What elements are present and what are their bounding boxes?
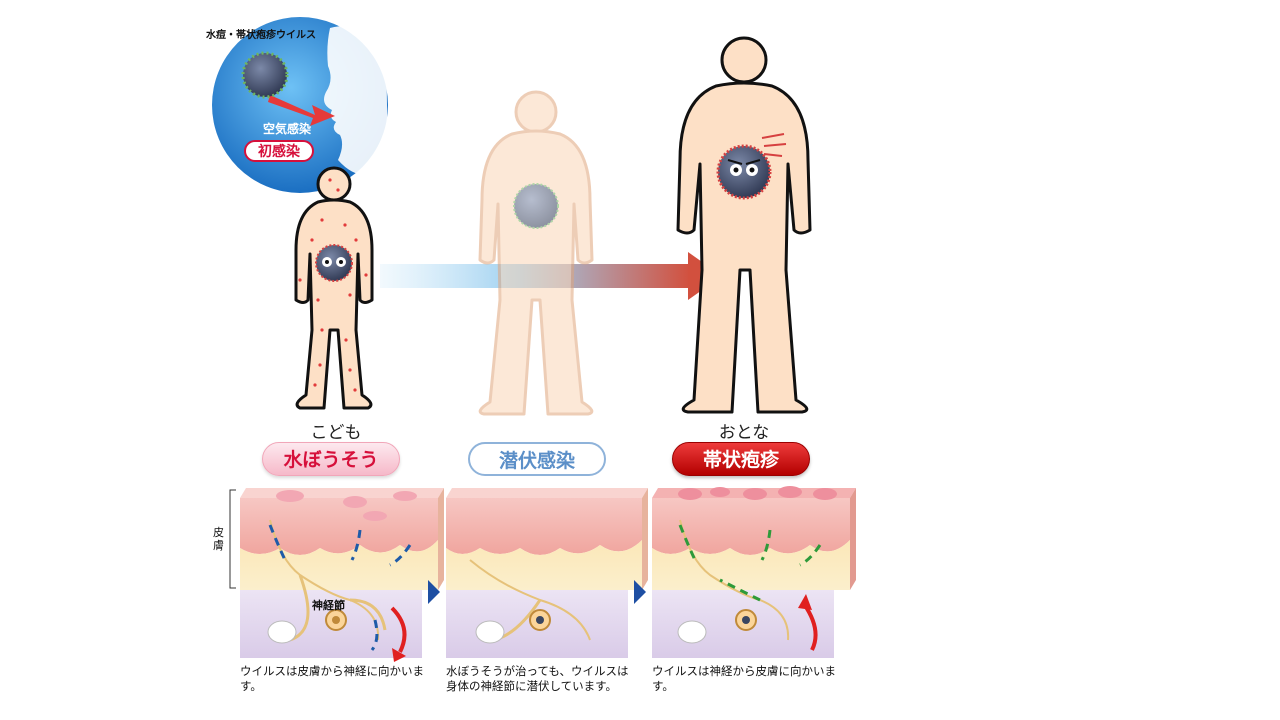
child-figure — [296, 168, 372, 408]
caption-shingles: ウイルスは神経から皮膚に向かいます。 — [652, 664, 840, 694]
caption-chickenpox: ウイルスは皮膚から神経に向かいます。 — [240, 664, 428, 694]
infection-circle — [212, 17, 388, 193]
skin-cross-section-2 — [446, 488, 648, 658]
latent-figure — [480, 92, 592, 414]
initial-infection-badge: 初感染 — [244, 140, 314, 162]
skin-label: 皮膚 — [213, 526, 227, 552]
adult-figure — [678, 38, 810, 412]
adult-label: おとな — [684, 418, 804, 443]
child-label: こども — [276, 418, 396, 443]
chickenpox-pill: 水ぼうそう — [262, 442, 400, 476]
ganglion-label: 神経節 — [312, 597, 345, 613]
skin-cross-section-3 — [652, 486, 856, 658]
caption-latent: 水ぼうそうが治っても、ウイルスは身体の神経節に潜伏しています。 — [446, 664, 638, 694]
virus-label: 水痘・帯状疱疹ウイルス — [206, 26, 316, 41]
skin-cross-section-1 — [240, 488, 444, 662]
shingles-pill: 帯状疱疹 — [672, 442, 810, 476]
transmission-label: 空気感染 — [247, 120, 327, 137]
latent-infection-pill: 潜伏感染 — [468, 442, 606, 476]
